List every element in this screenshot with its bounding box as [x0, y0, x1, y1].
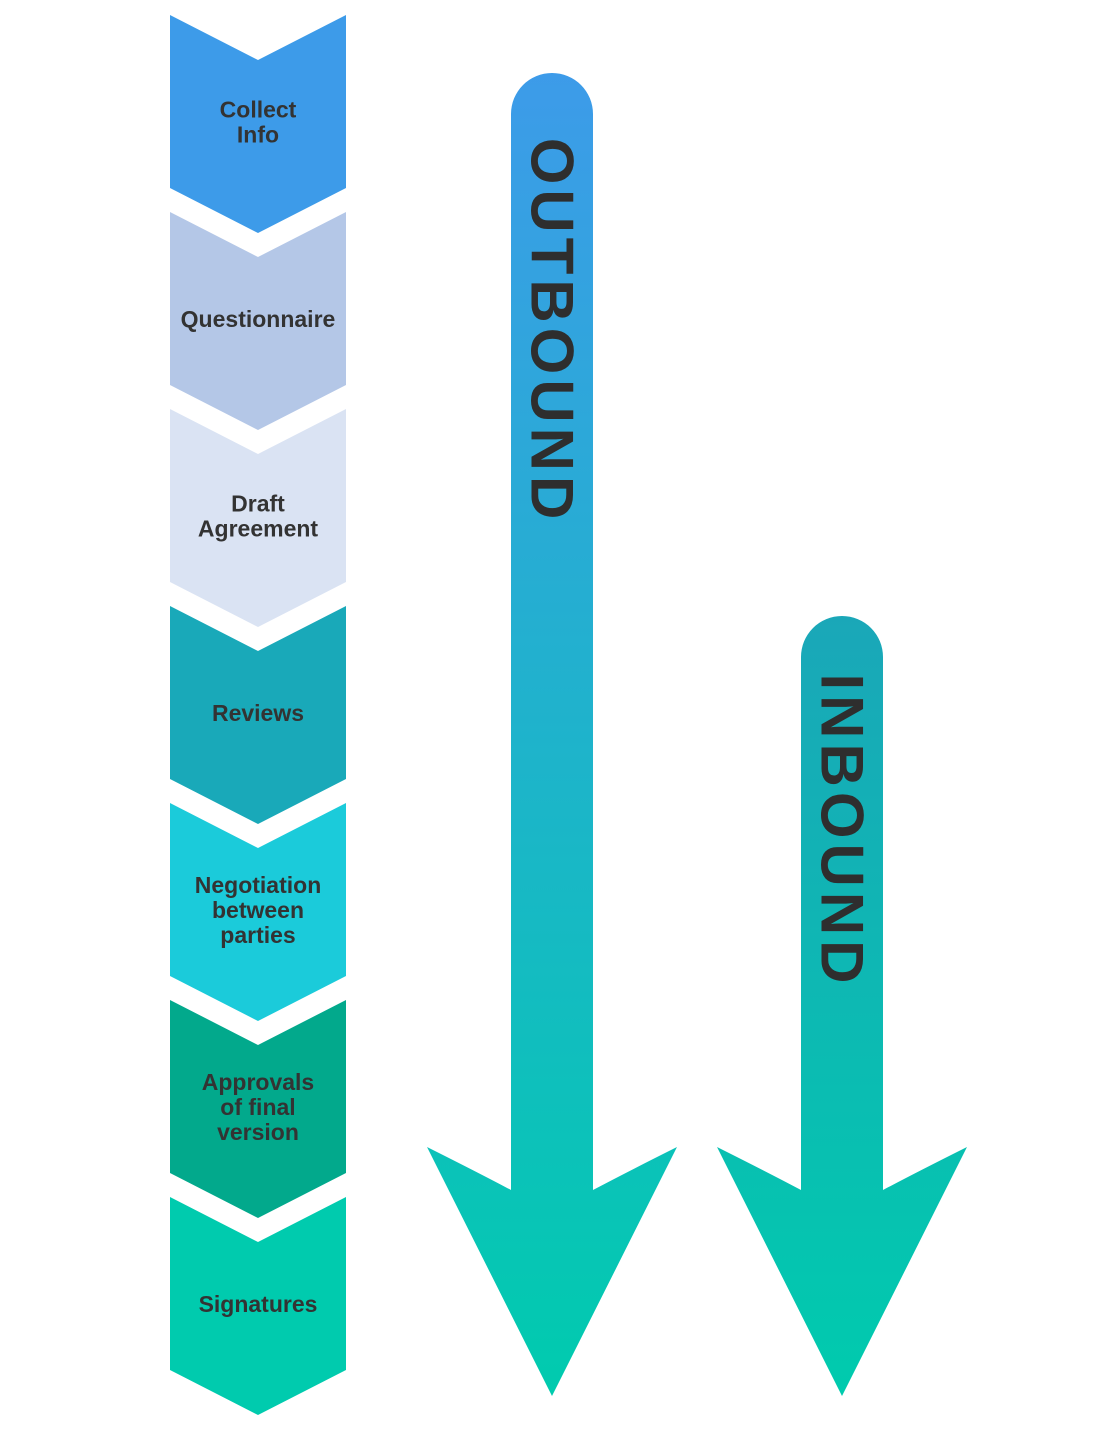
step-chevron	[170, 1197, 346, 1415]
step-label: Agreement	[198, 516, 318, 542]
step-label: Questionnaire	[181, 306, 336, 332]
outbound-label: OUTBOUND	[519, 138, 586, 525]
step-label: of final	[220, 1094, 295, 1120]
step-chevron	[170, 409, 346, 627]
process-steps: CollectInfoQuestionnaireDraftAgreementRe…	[170, 15, 346, 1415]
step-chevron	[170, 803, 346, 1021]
inbound-arrow-shape	[717, 616, 967, 1396]
step-label: Draft	[231, 491, 285, 517]
process-step: Questionnaire	[170, 212, 346, 430]
process-step: Reviews	[170, 606, 346, 824]
inbound-label: INBOUND	[809, 674, 876, 989]
step-label: between	[212, 897, 304, 923]
step-label: Info	[237, 122, 279, 148]
step-chevron	[170, 606, 346, 824]
step-label: Signatures	[199, 1291, 318, 1317]
outbound-arrow-shape	[427, 73, 677, 1396]
step-label: Reviews	[212, 700, 304, 726]
step-label: parties	[220, 922, 295, 948]
outbound-arrow: OUTBOUND	[427, 73, 677, 1396]
inbound-arrow: INBOUND	[717, 616, 967, 1396]
step-chevron	[170, 15, 346, 233]
step-label: Collect	[220, 97, 297, 123]
step-chevron	[170, 212, 346, 430]
step-label: Approvals	[202, 1069, 314, 1095]
step-chevron	[170, 1000, 346, 1218]
step-label: Negotiation	[195, 872, 322, 898]
process-step: Signatures	[170, 1197, 346, 1415]
step-label: version	[217, 1119, 299, 1145]
